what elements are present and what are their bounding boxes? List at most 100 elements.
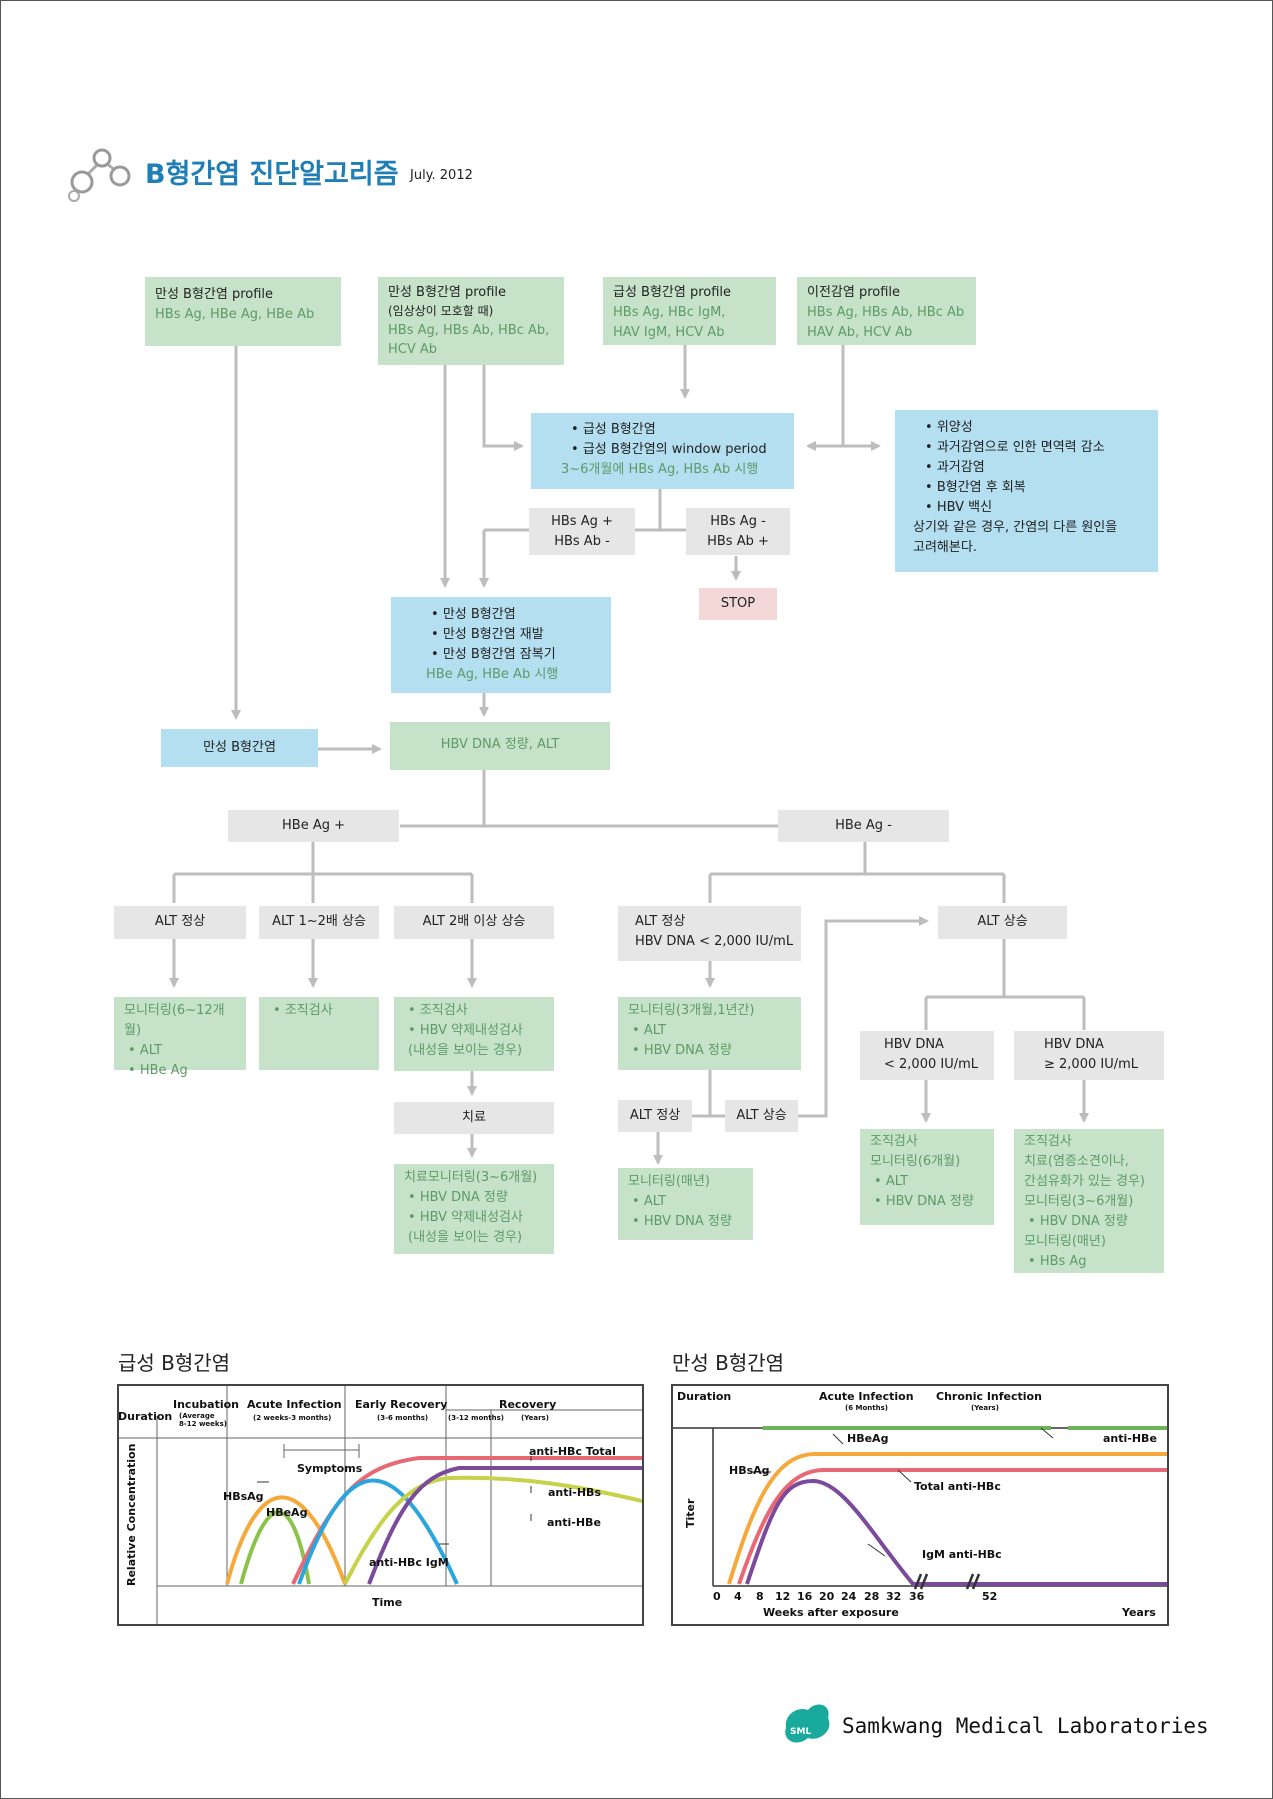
dna-above-result-box: 조직검사 치료(염증소견이나, 간섬유화가 있는 경우) 모니터링(3~6개월)…: [1014, 1129, 1164, 1273]
dna-above-box: HBV DNA ≥ 2,000 IU/mL: [1014, 1031, 1164, 1080]
label-total-antihbc: Total anti-HBc: [914, 1480, 1001, 1493]
acute-duration-label: Duration: [118, 1410, 173, 1423]
biopsy-box: • 조직검사: [259, 997, 379, 1070]
label-hbeag-chronic: HBeAg: [847, 1432, 889, 1445]
dna-below-item-1: • ALT: [874, 1174, 909, 1189]
profile-chronic-title: 만성 B형간염 profile: [155, 287, 274, 302]
profile-prior-box: 이전감염 profile HBs Ag, HBs Ab, HBc Ab HAV …: [797, 277, 976, 345]
label-antihbe-chronic: anti-HBe: [1103, 1432, 1157, 1445]
label-hbsag-acute: HBsAg: [223, 1490, 264, 1503]
chronic-years-label: Years: [1122, 1606, 1156, 1619]
profile-prior-title: 이전감염 profile: [807, 285, 901, 300]
acute-xlabel: Time: [372, 1596, 403, 1609]
acute-chart-plot: [119, 1386, 642, 1624]
chronic-chart: Duration Acute Infection (6 Months) Chro…: [671, 1384, 1169, 1626]
phase-incubation: Incubation: [173, 1398, 239, 1411]
acute-note: 3~6개월에 HBs Ag, HBs Ab 시행: [561, 462, 759, 477]
label-antihbc-igm: anti-HBc IgM: [369, 1556, 449, 1569]
acute-result-box: • 급성 B형간염 • 급성 B형간염의 window period 3~6개월…: [531, 413, 794, 489]
phase-acute-sub: (2 weeks-3 months): [253, 1414, 332, 1422]
page-title: B형간염 진단알고리즘: [145, 159, 399, 190]
dna-above-line-2: 치료(염증소견이나, 간섬유화가 있는 경우): [1024, 1154, 1145, 1189]
tick-0: 0: [713, 1590, 721, 1603]
prior-result-box: • 위양성 • 과거감염으로 인한 면역력 감소 • 과거감염 • B형간염 후…: [895, 410, 1158, 572]
hbs-positive-box: HBs Ag + HBs Ab -: [529, 508, 635, 555]
phase-early-recovery-sub: (3-6 months): [377, 1414, 429, 1422]
alt-normal-dna-box: ALT 정상 HBV DNA < 2,000 IU/mL: [618, 906, 801, 961]
label-hbeag-acute: HBeAg: [266, 1506, 308, 1519]
profile-prior-tests: HBs Ag, HBs Ab, HBc Ab HAV Ab, HCV Ab: [807, 305, 965, 340]
phase-acute: Acute Infection: [247, 1398, 342, 1411]
profile-chronic-tests: HBs Ag, HBe Ag, HBe Ab: [155, 307, 315, 322]
biopsy-resistance-box: • 조직검사 • HBV 약제내성검사 (내성을 보이는 경우): [394, 997, 554, 1071]
dna-above-item-1: • HBV DNA 정량: [1028, 1214, 1128, 1229]
hbe-positive-box: HBe Ag +: [228, 810, 399, 842]
chronic-chronic-label: Chronic Infection: [936, 1390, 1042, 1403]
dna-below-result-box: 조직검사 모니터링(6개월) • ALT • HBV DNA 정량: [860, 1129, 994, 1225]
tick-8: 8: [756, 1590, 764, 1603]
profile-ambiguous-tests: HBs Ag, HBs Ab, HBc Ab, HCV Ab: [388, 323, 550, 357]
chronic-chart-title: 만성 B형간염: [672, 1351, 785, 1375]
dna-above-line-4: 모니터링(매년): [1024, 1234, 1106, 1249]
profile-acute-box: 급성 B형간염 profile HBs Ag, HBc IgM, HAV IgM…: [603, 277, 776, 345]
monitor-3m-1y-item-1: • ALT: [632, 1023, 667, 1038]
acute-item-1: • 급성 B형간염: [571, 422, 656, 437]
phase-recovery-sub2: (Years): [521, 1414, 549, 1422]
prior-item-3: • 과거감염: [925, 460, 985, 475]
alt-normal-box: ALT 정상: [114, 906, 246, 939]
sml-logo-text: SML: [790, 1727, 811, 1737]
monitor-6-12-box: 모니터링(6~12개월) • ALT • HBe Ag: [114, 997, 246, 1078]
alt-1-2x-box: ALT 1~2배 상승: [259, 906, 379, 939]
chronic-note: HBe Ag, HBe Ab 시행: [426, 667, 559, 682]
dna-above-item-2: • HBs Ag: [1028, 1254, 1087, 1269]
treatment-monitor-box: 치료모니터링(3~6개월) • HBV DNA 정량 • HBV 약제내성검사 …: [394, 1164, 554, 1254]
acute-item-2: • 급성 B형간염의 window period: [571, 442, 767, 457]
tick-28: 28: [864, 1590, 880, 1603]
phase-incubation-sub: (Average 8-12 weeks): [179, 1412, 227, 1428]
prior-item-4: • B형간염 후 회복: [925, 480, 1026, 495]
chronic-item-3: • 만성 B형간염 잠복기: [431, 647, 556, 662]
chronic-ylabel: Titer: [684, 1498, 697, 1528]
profile-ambiguous-sub: (임상상이 모호할 때): [388, 304, 494, 318]
dna-above-line-1: 조직검사: [1024, 1134, 1072, 1149]
dna-above-line-3: 모니터링(3~6개월): [1024, 1194, 1134, 1209]
label-antihbc-total: anti-HBc Total: [529, 1445, 616, 1458]
acute-chart: Duration Incubation (Average 8-12 weeks)…: [117, 1384, 644, 1626]
tick-4: 4: [734, 1590, 742, 1603]
chronic-item-1: • 만성 B형간염: [431, 607, 516, 622]
acute-ylabel: Relative Concentration: [125, 1443, 138, 1586]
label-antihbs: anti-HBs: [548, 1486, 601, 1499]
page-date: July. 2012: [410, 168, 473, 183]
profile-acute-tests: HBs Ag, HBc IgM, HAV IgM, HCV Ab: [613, 305, 726, 340]
label-igm-antihbc: IgM anti-HBc: [922, 1548, 1002, 1561]
tick-12: 12: [775, 1590, 791, 1603]
profile-acute-title: 급성 B형간염 profile: [613, 285, 732, 300]
tick-32: 32: [886, 1590, 902, 1603]
chronic-acute-sub: (6 Months): [845, 1404, 888, 1412]
monitor-3m-1y-box: 모니터링(3개월,1년간) • ALT • HBV DNA 정량: [618, 997, 801, 1070]
phase-early-recovery: Early Recovery: [355, 1398, 448, 1411]
chronic-item-2: • 만성 B형간염 재발: [431, 627, 544, 642]
label-symptoms: Symptoms: [297, 1462, 363, 1475]
tick-20: 20: [819, 1590, 835, 1603]
prior-item-1: • 위양성: [925, 420, 973, 435]
phase-recovery-sub: (3-12 months): [448, 1414, 504, 1422]
prior-item-2: • 과거감염으로 인한 면역력 감소: [925, 440, 1105, 455]
chronic-duration-label: Duration: [677, 1390, 732, 1403]
prior-item-5: • HBV 백신: [925, 500, 993, 515]
sml-logo-icon: SML: [785, 1704, 830, 1743]
alt-2x-box: ALT 2배 이상 상승: [394, 906, 554, 939]
alt-up-2-box: ALT 상승: [725, 1100, 798, 1132]
treatment-monitor-title: 치료모니터링(3~6개월): [404, 1170, 538, 1185]
hbe-negative-box: HBe Ag -: [778, 810, 949, 842]
prior-note: 상기와 같은 경우, 간염의 다른 원인을 고려해본다.: [913, 520, 1118, 555]
dna-below-box: HBV DNA < 2,000 IU/mL: [860, 1031, 994, 1080]
profile-ambiguous-title: 만성 B형간염 profile: [388, 285, 507, 300]
monitor-3m-1y-item-2: • HBV DNA 정량: [632, 1043, 732, 1058]
chronic-acute-label: Acute Infection: [819, 1390, 914, 1403]
tick-24: 24: [841, 1590, 857, 1603]
monitor-yearly-title: 모니터링(매년): [628, 1174, 710, 1189]
treatment-monitor-item-1: • HBV DNA 정량: [408, 1190, 508, 1205]
molecule-logo-icon: [68, 148, 131, 202]
phase-recovery: Recovery: [499, 1398, 557, 1411]
